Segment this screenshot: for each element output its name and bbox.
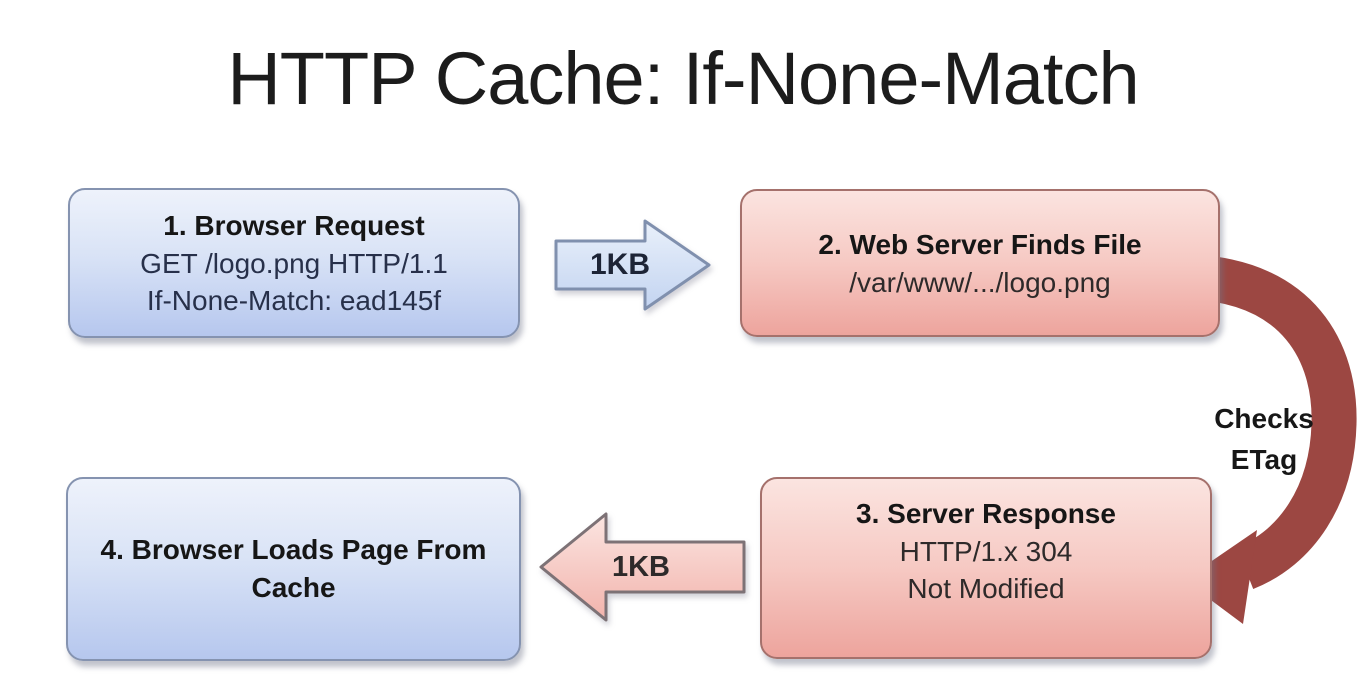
- web-server-path-line: /var/www/.../logo.png: [849, 266, 1111, 298]
- web-server-finds-file-box: 2. Web Server Finds File /var/www/.../lo…: [740, 189, 1220, 337]
- checks-etag-label-line2: ETag: [1230, 444, 1298, 475]
- browser-request-line1: GET /logo.png HTTP/1.1: [140, 248, 448, 279]
- request-arrow-icon: [554, 219, 711, 311]
- checks-etag-arrowhead: [1184, 530, 1257, 624]
- server-response-line2: Not Modified: [907, 573, 1065, 604]
- checks-etag-arrow: [1184, 254, 1357, 624]
- browser-loads-cache-box: 4. Browser Loads Page From Cache: [66, 477, 521, 661]
- request-size-label: 1KB: [589, 248, 650, 281]
- server-response-heading: 3. Server Response: [856, 498, 1116, 529]
- response-arrow-icon: [539, 512, 746, 622]
- response-size-label: 1KB: [611, 551, 670, 583]
- web-server-heading: 2. Web Server Finds File: [818, 228, 1142, 260]
- browser-request-heading: 1. Browser Request: [163, 210, 425, 241]
- checks-etag-label-line1: Checks: [1214, 403, 1314, 434]
- server-response-box: 3. Server Response HTTP/1.x 304 Not Modi…: [760, 477, 1212, 659]
- page-title: HTTP Cache: If-None-Match: [227, 37, 1139, 120]
- server-response-line1: HTTP/1.x 304: [899, 536, 1073, 567]
- browser-request-line2: If-None-Match: ead145f: [146, 285, 442, 316]
- browser-loads-cache-heading: 4. Browser Loads Page From Cache: [100, 534, 487, 603]
- checks-etag-label: Checks ETag: [1200, 398, 1328, 480]
- browser-request-box: 1. Browser Request GET /logo.png HTTP/1.…: [68, 188, 520, 338]
